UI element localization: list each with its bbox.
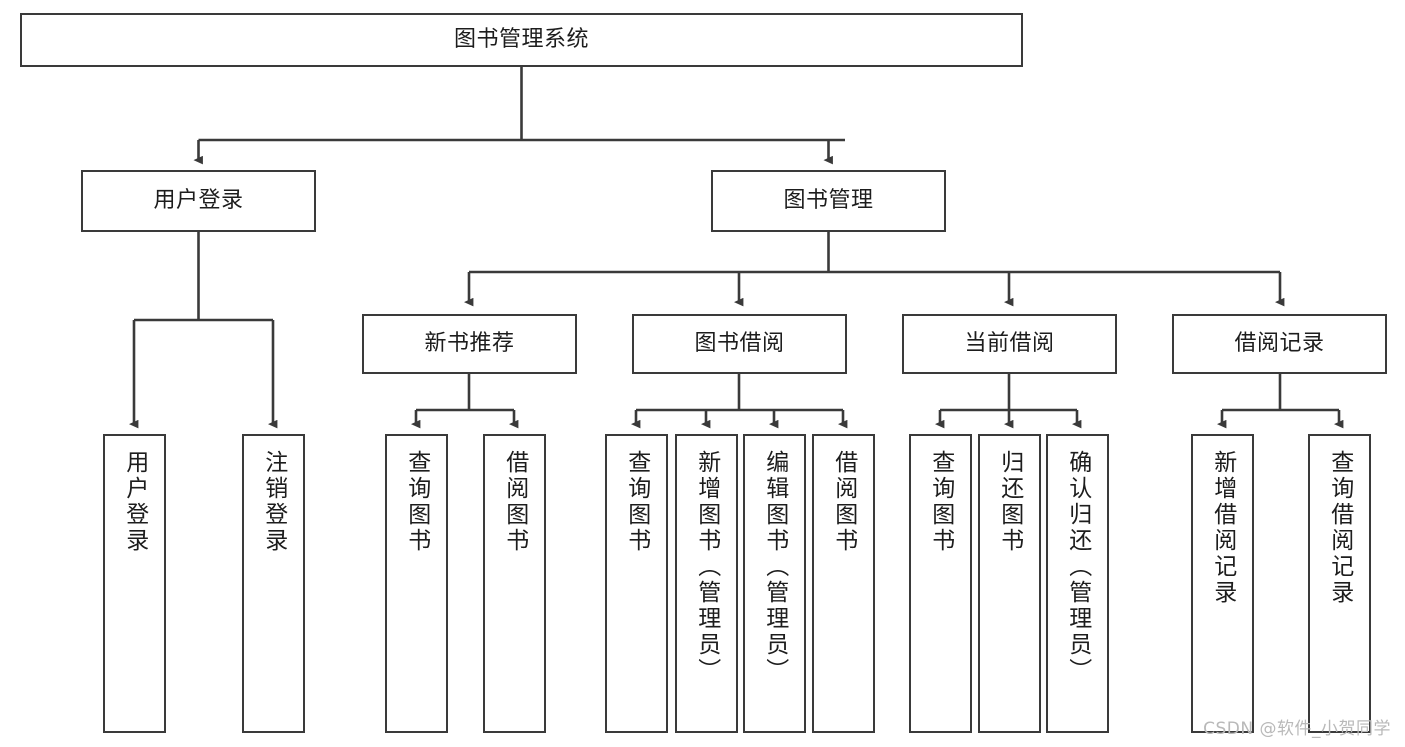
leaf-borrow-borrow-book[interactable]: 借阅图书 [812, 434, 875, 733]
node-label: 新增借阅记录 [1209, 450, 1236, 606]
node-book-borrow[interactable]: 图书借阅 [632, 314, 847, 374]
node-root-book-management-system[interactable]: 图书管理系统 [20, 13, 1023, 67]
node-label: 用户登录 [121, 450, 148, 554]
node-label: 新书推荐 [424, 331, 515, 357]
leaf-current-return-book[interactable]: 归还图书 [978, 434, 1041, 733]
leaf-user-login-login[interactable]: 用户登录 [103, 434, 166, 733]
node-label: 图书借阅 [694, 331, 785, 357]
node-label: 用户登录 [153, 188, 244, 214]
leaf-current-confirm-return-admin[interactable]: 确认归还（管理员） [1046, 434, 1109, 733]
node-label: 归还图书 [996, 450, 1023, 554]
node-label: 查询图书 [927, 450, 954, 554]
node-label: 查询借阅记录 [1326, 450, 1353, 606]
node-label: 新增图书（管理员） [693, 450, 720, 684]
node-label: 查询图书 [623, 450, 650, 554]
node-new-book-recommend[interactable]: 新书推荐 [362, 314, 577, 374]
node-current-borrow[interactable]: 当前借阅 [902, 314, 1117, 374]
node-user-login[interactable]: 用户登录 [81, 170, 316, 232]
leaf-borrow-add-book-admin[interactable]: 新增图书（管理员） [675, 434, 738, 733]
node-label: 借阅图书 [501, 450, 528, 554]
leaf-user-login-logout[interactable]: 注销登录 [242, 434, 305, 733]
leaf-borrow-query-book[interactable]: 查询图书 [605, 434, 668, 733]
node-label: 注销登录 [260, 450, 287, 554]
node-label: 当前借阅 [964, 331, 1055, 357]
leaf-borrow-edit-book-admin[interactable]: 编辑图书（管理员） [743, 434, 806, 733]
node-label: 图书管理 [783, 188, 874, 214]
node-label: 查询图书 [403, 450, 430, 554]
leaf-recommend-borrow-book[interactable]: 借阅图书 [483, 434, 546, 733]
node-borrow-record[interactable]: 借阅记录 [1172, 314, 1387, 374]
leaf-record-add-borrow-record[interactable]: 新增借阅记录 [1191, 434, 1254, 733]
node-label: 编辑图书（管理员） [761, 450, 788, 684]
csdn-watermark: CSDN @软件_小贺同学 [1203, 719, 1391, 739]
node-label: 借阅图书 [830, 450, 857, 554]
leaf-current-query-book[interactable]: 查询图书 [909, 434, 972, 733]
leaf-record-query-borrow-record[interactable]: 查询借阅记录 [1308, 434, 1371, 733]
node-book-management[interactable]: 图书管理 [711, 170, 946, 232]
node-label: 图书管理系统 [453, 27, 589, 53]
node-label: 借阅记录 [1234, 331, 1325, 357]
node-label: 确认归还（管理员） [1064, 450, 1091, 684]
leaf-recommend-query-book[interactable]: 查询图书 [385, 434, 448, 733]
